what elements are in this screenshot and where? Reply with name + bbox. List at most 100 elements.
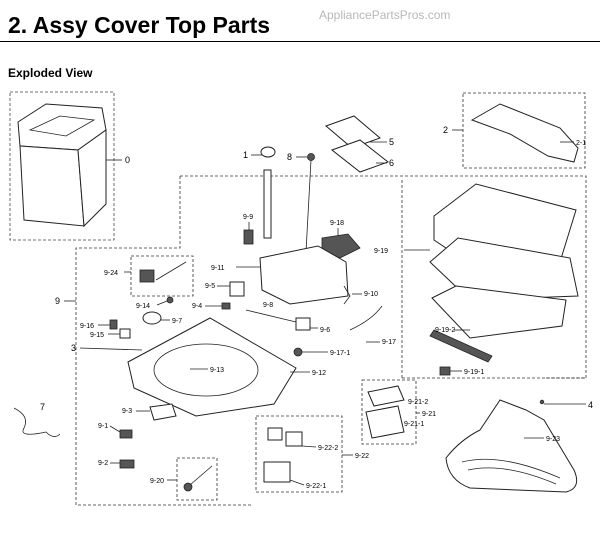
part-9-21-box <box>361 379 417 445</box>
callout-9-21-2: 9-21-2 <box>408 399 428 406</box>
washer-assembly-part <box>9 91 115 241</box>
callout-9-21-1: 9-21-1 <box>404 421 424 428</box>
knob-shaft-part <box>307 153 315 161</box>
callout-4: 4 <box>588 400 593 410</box>
callout-9-11: 9-11 <box>211 265 225 272</box>
display-cover-part <box>325 115 381 149</box>
tub-ring-detail <box>461 458 561 479</box>
part-9-16 <box>109 319 118 330</box>
callout-9-23: 9-23 <box>546 436 560 443</box>
callout-9-2: 9-2 <box>98 460 108 467</box>
part-9-22-a <box>267 427 283 441</box>
part-9-9 <box>243 229 254 245</box>
callout-9-19-2: 9-19-2 <box>435 327 455 334</box>
title-rule <box>0 41 600 42</box>
callout-1: 1 <box>243 150 248 160</box>
knob-part <box>260 146 276 158</box>
part-9-21-1 <box>365 405 405 439</box>
callout-9-20: 9-20 <box>150 478 164 485</box>
hinge-cap-part <box>439 366 451 376</box>
callout-9-15: 9-15 <box>90 332 104 339</box>
leader-line <box>109 425 121 433</box>
callout-9-21: 9-21 <box>422 411 436 418</box>
callout-9-14: 9-14 <box>136 303 150 310</box>
callout-9: 9 <box>55 296 60 306</box>
section-subtitle: Exploded View <box>8 66 93 80</box>
watermark: AppliancePartsPros.com <box>319 8 451 22</box>
leader-line <box>79 347 143 351</box>
wire-harness-part <box>245 309 297 323</box>
part-9-21-2 <box>367 385 405 407</box>
part-9-10 <box>343 285 351 305</box>
part-2-box <box>462 92 586 169</box>
display-pcb-part <box>330 139 390 173</box>
callout-9-5: 9-5 <box>205 283 215 290</box>
callout-9-18: 9-18 <box>330 220 344 227</box>
part-9-15 <box>119 328 131 339</box>
callout-2: 2 <box>443 125 448 135</box>
part-9-1 <box>119 429 133 439</box>
leader-line <box>289 479 305 486</box>
top-cover-part <box>127 317 297 417</box>
callout-9-12: 9-12 <box>312 370 326 377</box>
callout-9-22-1: 9-22-1 <box>306 483 326 490</box>
callout-9-7: 9-7 <box>172 318 182 325</box>
page-title: 2. Assy Cover Top Parts <box>8 12 271 38</box>
callout-8: 8 <box>287 152 292 162</box>
part-9-17 <box>349 305 383 331</box>
callout-6: 6 <box>389 158 394 168</box>
door-glass-part <box>431 285 567 339</box>
assembly-boundary <box>180 175 587 379</box>
callout-9-16: 9-16 <box>80 323 94 330</box>
leader-line <box>156 300 168 306</box>
callout-3: 3 <box>71 343 76 353</box>
part-9-5 <box>229 281 245 297</box>
callout-9-19: 9-19 <box>374 248 388 255</box>
part-9-7 <box>142 311 162 325</box>
callout-9-19-1: 9-19-1 <box>464 369 484 376</box>
wire-part <box>13 407 61 437</box>
part-9-2 <box>119 459 135 469</box>
leader-line <box>301 445 317 448</box>
part-9-17-1 <box>293 347 303 357</box>
callout-9-22: 9-22 <box>355 453 369 460</box>
callout-5: 5 <box>389 137 394 147</box>
part-9-24 <box>139 269 155 283</box>
part-4 <box>539 399 545 405</box>
callout-9-13: 9-13 <box>210 367 224 374</box>
callout-7: 7 <box>40 402 45 412</box>
tub-ring-detail <box>467 467 557 485</box>
rear-cover-part <box>470 103 579 163</box>
part-9-22-2 <box>285 431 303 447</box>
callout-9-9: 9-9 <box>243 214 253 221</box>
part-9-20-box <box>176 457 218 501</box>
part-9-14 <box>166 296 174 304</box>
part-9-22-1 <box>263 461 291 483</box>
callout-9-17: 9-17 <box>382 339 396 346</box>
callout-9-4: 9-4 <box>192 303 202 310</box>
callout-2-1: 2-1 <box>576 140 586 147</box>
part-9-20-rod <box>189 465 213 486</box>
callout-9-22-2: 9-22-2 <box>318 445 338 452</box>
callout-9-24: 9-24 <box>104 270 118 277</box>
top-cover-opening <box>153 343 259 397</box>
callout-9-1: 9-1 <box>98 423 108 430</box>
callout-9-10: 9-10 <box>364 291 378 298</box>
part-9-4 <box>221 302 231 310</box>
door-hinge-part <box>429 329 493 363</box>
callout-9-8: 9-8 <box>263 302 273 309</box>
part-9-3 <box>149 403 177 421</box>
part-9-6 <box>295 317 311 331</box>
callout-9-3: 9-3 <box>122 408 132 415</box>
callout-0: 0 <box>125 155 130 165</box>
callout-9-6: 9-6 <box>320 327 330 334</box>
part-9-22-box <box>255 415 343 493</box>
part-9-24-box <box>130 255 194 297</box>
control-panel-part <box>259 245 349 305</box>
tub-ring-part <box>445 399 578 493</box>
callout-9-17-1: 9-17-1 <box>330 350 350 357</box>
part-9-24-rod <box>155 261 187 281</box>
knob-rod-part <box>263 169 272 239</box>
